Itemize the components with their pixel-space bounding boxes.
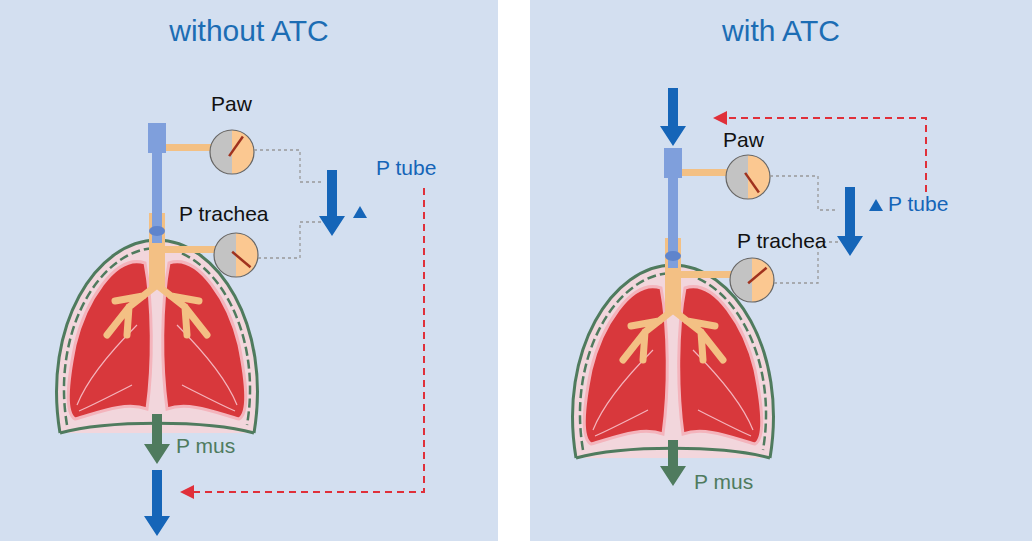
bronchus xyxy=(673,310,723,360)
pressure-arrow xyxy=(660,88,686,146)
pressure-arrow xyxy=(837,187,863,256)
diagram-panel: with ATC xyxy=(530,0,1032,541)
lung xyxy=(68,262,151,419)
gauge-label: P trachea xyxy=(179,202,269,225)
gauge-rim xyxy=(730,258,774,302)
gauge-label: Paw xyxy=(723,128,764,151)
bronchus xyxy=(107,285,157,335)
gauge-half xyxy=(726,155,748,199)
muscle-label: P mus xyxy=(694,470,753,493)
small-arrow xyxy=(869,199,883,211)
feedback-arrowhead xyxy=(180,485,194,499)
muscle-label: P mus xyxy=(176,434,235,457)
lung xyxy=(584,287,667,444)
gauge-rim xyxy=(210,130,254,174)
small-arrow xyxy=(353,206,367,218)
bronchus xyxy=(157,285,207,335)
gauge-needle xyxy=(745,173,759,193)
pressure-label: P tube xyxy=(376,156,436,179)
lung xyxy=(679,287,762,444)
airway-port xyxy=(163,144,215,151)
pressure-label: P tube xyxy=(888,192,948,215)
signal-line xyxy=(770,176,838,210)
gauge-needle xyxy=(229,136,243,156)
panel-heading: with ATC xyxy=(530,14,1032,48)
gauge-face xyxy=(210,130,254,174)
pressure-arrow xyxy=(144,470,170,536)
gauge-needle xyxy=(232,252,250,267)
gauge-rim xyxy=(214,233,258,277)
bronchus xyxy=(623,310,673,360)
gauge-face xyxy=(214,233,258,277)
panel-ground xyxy=(530,0,1032,541)
gauge-label: Paw xyxy=(211,92,252,115)
respiratory-system xyxy=(57,123,258,433)
tube-connector xyxy=(148,123,166,153)
lung xyxy=(163,262,246,419)
gauge-face xyxy=(726,155,770,199)
gauge-needle xyxy=(748,268,766,283)
panel-heading: without ATC xyxy=(0,14,498,48)
signal-line xyxy=(254,150,322,182)
muscle-arrow xyxy=(660,440,686,486)
muscle-arrow xyxy=(144,414,170,464)
tube-cuff xyxy=(665,251,681,261)
gauge-label: P trachea xyxy=(737,229,827,252)
gauge-face xyxy=(730,258,774,302)
signal-line xyxy=(258,222,322,258)
diagram-panel: without ATC xyxy=(0,0,498,541)
airway-port xyxy=(679,169,731,176)
feedback-arrowhead xyxy=(713,111,727,125)
pressure-arrow xyxy=(319,170,345,236)
panel-ground xyxy=(0,0,498,541)
tube-connector xyxy=(664,148,682,178)
gauge-rim xyxy=(726,155,770,199)
tube-cuff xyxy=(149,226,165,236)
respiratory-system xyxy=(573,148,774,458)
gauge-half xyxy=(214,233,236,277)
gauge-half xyxy=(210,130,232,174)
gauge-half xyxy=(730,258,752,302)
